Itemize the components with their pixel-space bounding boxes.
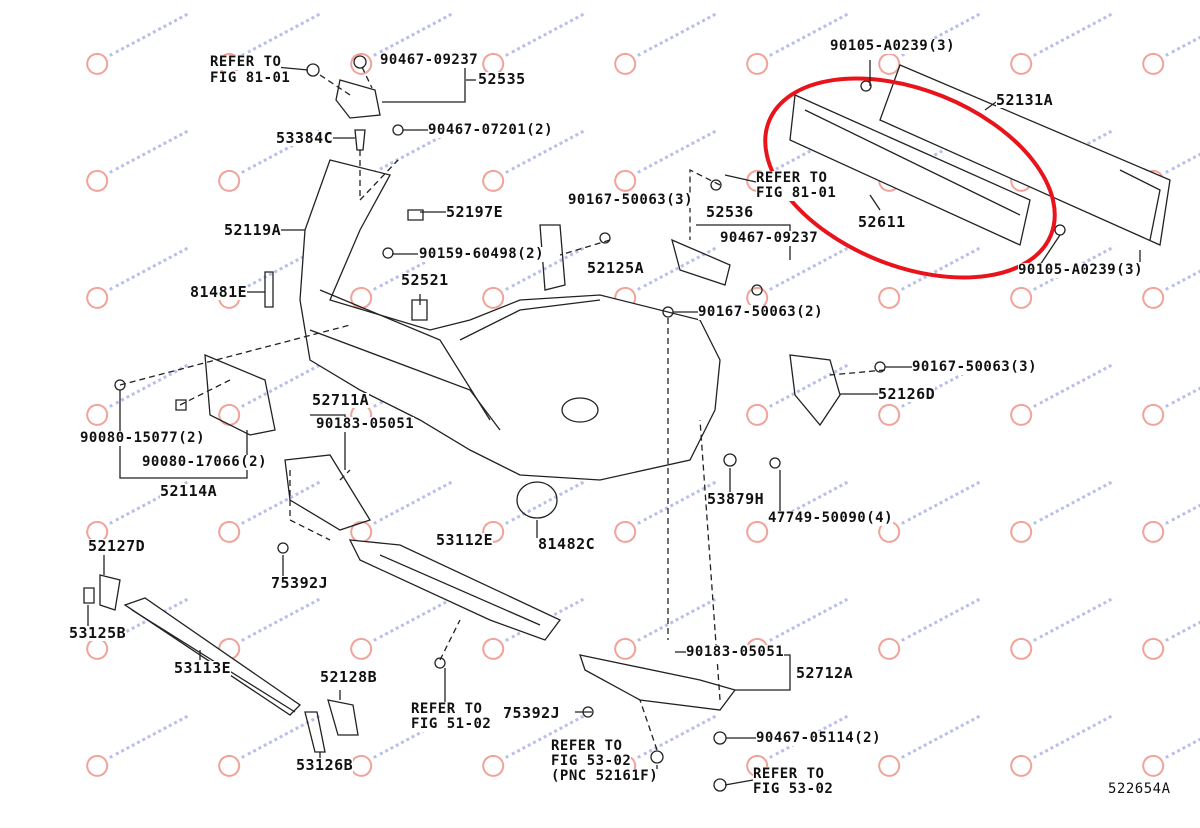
part-label-p-52131A[interactable]: 52131A	[996, 91, 1054, 109]
part-label-p-52119A[interactable]: 52119A	[224, 221, 282, 239]
bumper-cover	[299, 159, 721, 481]
part-label-p-90080-17066[interactable]: 90080-17066(2)	[142, 454, 268, 470]
part-label-refer-53-02-b-2[interactable]: FIG 53-02	[753, 781, 834, 797]
part-label-p-90467-05114[interactable]: 90467-05114(2)	[756, 730, 882, 746]
part-label-refer-53-02-a-2[interactable]: FIG 53-02	[551, 753, 632, 769]
part-label-p-90183-05051-b[interactable]: 90183-05051	[686, 644, 785, 660]
part-label-p-52712A[interactable]: 52712A	[796, 664, 854, 682]
part-label-p-53125B[interactable]: 53125B	[69, 624, 127, 642]
part-label-p-90467-07201[interactable]: 90467-07201(2)	[428, 122, 554, 138]
part-label-p-52535[interactable]: 52535	[478, 70, 526, 88]
part-label-p-81481E[interactable]: 81481E	[190, 283, 248, 301]
part-label-p-75392J-b[interactable]: 75392J	[503, 704, 561, 722]
part-label-p-90467-09237-a[interactable]: 90467-09237	[380, 52, 479, 68]
part-label-p-53879H[interactable]: 53879H	[707, 490, 765, 508]
reinforcement-52131A	[879, 64, 1171, 246]
part-label-p-52611[interactable]: 52611	[858, 213, 906, 231]
part-label-p-90167-50063-3a[interactable]: 90167-50063(3)	[568, 192, 694, 208]
part-label-p-53113E[interactable]: 53113E	[174, 659, 232, 677]
part-label-p-53126B[interactable]: 53126B	[296, 756, 354, 774]
part-label-p-52536[interactable]: 52536	[706, 203, 754, 221]
grille-53113E	[123, 597, 302, 716]
part-label-p-52521[interactable]: 52521	[401, 271, 449, 289]
part-label-refer-81-01-a-1[interactable]: REFER TO	[210, 54, 282, 70]
part-label-p-52125A[interactable]: 52125A	[587, 259, 645, 277]
part-label-p-90167-50063-2[interactable]: 90167-50063(2)	[698, 304, 824, 320]
part-label-p-52128B[interactable]: 52128B	[320, 668, 378, 686]
part-label-p-52126D[interactable]: 52126D	[878, 385, 936, 403]
part-label-p-90159-60498[interactable]: 90159-60498(2)	[419, 246, 545, 262]
part-label-p-53112E[interactable]: 53112E	[436, 531, 494, 549]
part-label-p-90467-09237-b[interactable]: 90467-09237	[720, 230, 819, 246]
part-label-p-90080-15077[interactable]: 90080-15077(2)	[80, 430, 206, 446]
part-label-p-75392J-a[interactable]: 75392J	[271, 574, 329, 592]
part-label-refer-53-02-a-1[interactable]: REFER TO	[551, 738, 623, 754]
part-label-p-47749-50090[interactable]: 47749-50090(4)	[768, 510, 894, 526]
part-label-refer-53-02-a-3[interactable]: (PNC 52161F)	[551, 768, 659, 784]
part-label-p-90105-A0239-b[interactable]: 90105-A0239(3)	[1018, 262, 1144, 278]
part-label-refer-53-02-b-1[interactable]: REFER TO	[753, 766, 825, 782]
part-label-p-90183-05051-a[interactable]: 90183-05051	[316, 416, 415, 432]
part-label-p-53384C[interactable]: 53384C	[276, 129, 334, 147]
diagram-id: 522654A	[1108, 781, 1171, 797]
part-label-p-90167-50063-3b[interactable]: 90167-50063(3)	[912, 359, 1038, 375]
part-label-p-52127D[interactable]: 52127D	[88, 537, 146, 555]
part-label-p-52711A[interactable]: 52711A	[312, 391, 370, 409]
part-label-refer-81-01-a-2[interactable]: FIG 81-01	[210, 70, 291, 86]
part-label-refer-51-02-1[interactable]: REFER TO	[411, 701, 483, 717]
part-label-p-81482C[interactable]: 81482C	[538, 535, 596, 553]
highlight-circle	[763, 76, 1057, 280]
part-label-refer-81-01-b-2[interactable]: FIG 81-01	[756, 185, 837, 201]
fog-cover-81482C	[516, 481, 558, 519]
part-label-refer-81-01-b-1[interactable]: REFER TO	[756, 170, 828, 186]
part-label-p-52197E[interactable]: 52197E	[446, 203, 504, 221]
part-label-p-90105-A0239-a[interactable]: 90105-A0239(3)	[830, 38, 956, 54]
part-label-p-52114A[interactable]: 52114A	[160, 482, 218, 500]
part-label-refer-51-02-2[interactable]: FIG 51-02	[411, 716, 492, 732]
